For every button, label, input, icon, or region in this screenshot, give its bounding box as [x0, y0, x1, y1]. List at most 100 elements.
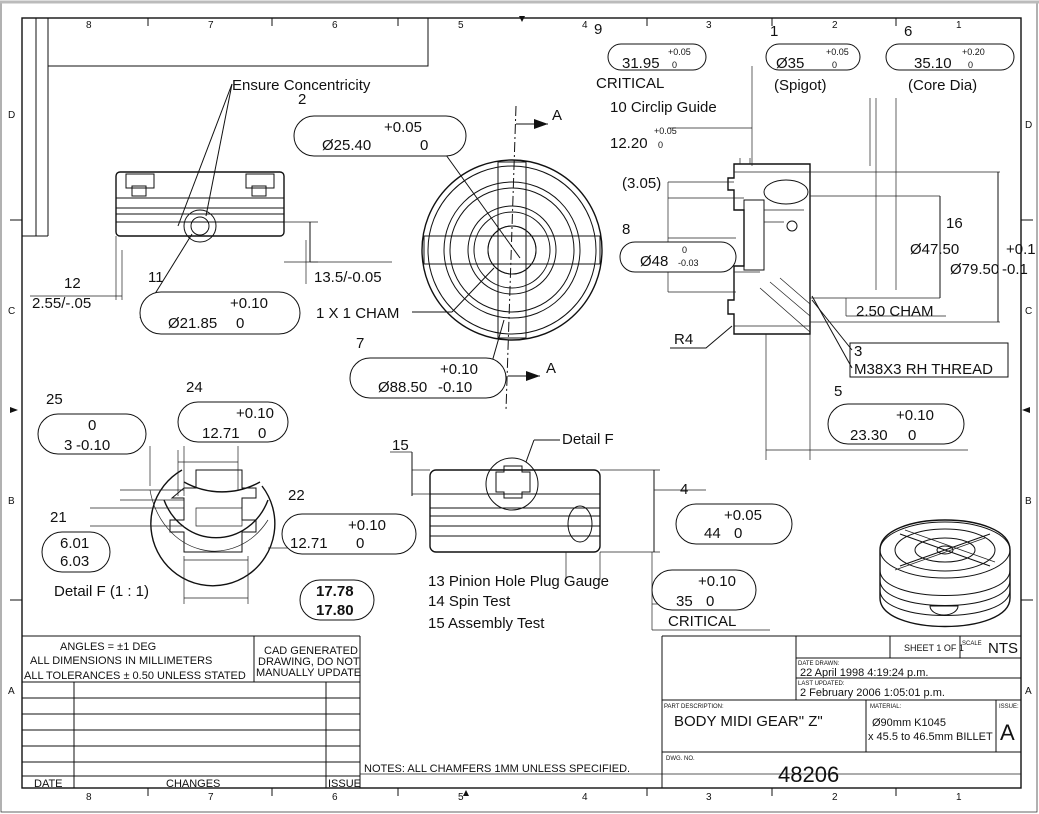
dim-dia-47-50: Ø47.50: [910, 241, 959, 258]
balloon-5: 5: [834, 383, 842, 400]
dim-17-80: 17.80: [316, 602, 354, 619]
zone-right-b: B: [1025, 496, 1032, 507]
issue-label: ISSUE:: [999, 704, 1019, 710]
item-balloons: 9 1 6 2 12 11 7 8 16 3 5 25 24 15 4 22 2…: [46, 21, 963, 526]
rev-date-header: DATE: [34, 778, 63, 790]
dim-12-71-a-upper: +0.10: [236, 405, 274, 422]
dim-dia-47-50-upper: +0.1: [1006, 241, 1036, 258]
zone-top-5: 5: [458, 20, 464, 31]
dim-dia-25-40-upper: +0.05: [384, 119, 422, 136]
balloon-1: 1: [770, 23, 778, 40]
zone-bottom-7: 7: [208, 792, 214, 803]
dim-dia-35-lower: 0: [832, 60, 837, 70]
rev-changes-header: CHANGES: [166, 778, 220, 790]
dim-12-71-b-lower: 0: [356, 535, 364, 552]
radius-r4-label: R4: [674, 331, 693, 348]
balloon-7: 7: [356, 335, 364, 352]
dim-17-78: 17.78: [316, 583, 354, 600]
material-label: MATERIAL:: [870, 704, 902, 710]
dimension-texts: 31.95 +0.05 0 CRITICAL Ø35 +0.05 0 (Spig…: [32, 47, 1036, 632]
section-label-a-top: A: [552, 107, 562, 124]
dim-35-10-lower: 0: [968, 60, 973, 70]
title-block: ANGLES = ±1 DEG ALL DIMENSIONS IN MILLIM…: [22, 635, 1021, 790]
balloon-11: 11: [148, 269, 164, 286]
dim-35-10-upper: +0.20: [962, 47, 985, 57]
zone-bottom-8: 8: [86, 792, 92, 803]
part-description-label: PART DESCRIPTION:: [664, 704, 724, 710]
dim-12-71-a: 12.71: [202, 425, 240, 442]
last-updated-value: 2 February 2006 1:05:01 p.m.: [800, 687, 945, 699]
note-pinion-gauge: 13 Pinion Hole Plug Gauge: [428, 573, 609, 590]
dim-44-lower: 0: [734, 525, 742, 542]
material-line-2: x 45.5 to 46.5mm BILLET: [868, 731, 993, 743]
critical-label-2: CRITICAL: [668, 613, 736, 630]
zone-bottom-6: 6: [332, 792, 338, 803]
zone-left-c: C: [8, 306, 15, 317]
dim-dia-21-85: Ø21.85: [168, 315, 217, 332]
zone-bottom-2: 2: [832, 792, 838, 803]
side-view: [30, 83, 392, 319]
balloon-9: 9: [594, 21, 602, 38]
section-view: [667, 66, 1009, 460]
dim-31-95-upper: +0.05: [668, 47, 691, 57]
note-spin-test: 14 Spin Test: [428, 593, 511, 610]
circlip-guide-label: 10 Circlip Guide: [610, 99, 717, 116]
spigot-label: (Spigot): [774, 77, 827, 94]
balloon-15: 15: [392, 437, 409, 454]
tolerances-note: ALL TOLERANCES ± 0.50 UNLESS STATED: [24, 670, 246, 682]
dim-dia-25-40-lower: 0: [420, 137, 428, 154]
material-line-1: Ø90mm K1045: [872, 717, 946, 729]
dim-12-71-b: 12.71: [290, 535, 328, 552]
zone-bottom-4: 4: [582, 792, 588, 803]
zone-bottom-5: 5: [458, 792, 464, 803]
zone-top-6: 6: [332, 20, 338, 31]
dim-dia-48: Ø48: [640, 253, 668, 270]
dim-dia-79-50-lower: -0.1: [1002, 261, 1028, 278]
dim-12-71-b-upper: +0.10: [348, 517, 386, 534]
balloon-4: 4: [680, 481, 688, 498]
zone-top-4: 4: [582, 20, 588, 31]
dim-44-upper: +0.05: [724, 507, 762, 524]
last-updated-label: LAST UPDATED:: [798, 681, 845, 687]
balloon-25: 25: [46, 391, 63, 408]
dim-23-30-lower: 0: [908, 427, 916, 444]
drawing-number-label: DWG. NO.: [666, 756, 695, 762]
date-drawn-value: 22 April 1998 4:19:24 p.m.: [800, 667, 928, 679]
tolerance-pills: [37, 43, 1015, 621]
rev-issue-header: ISSUE: [328, 778, 361, 790]
dim-dia-88-50-lower: -0.10: [438, 379, 472, 396]
dim-3-lower: -0.10: [76, 437, 110, 454]
dim-31-95: 31.95: [622, 55, 660, 72]
dim-dia-25-40: Ø25.40: [322, 137, 371, 154]
balloon-22: 22: [288, 487, 305, 504]
balloon-16: 16: [946, 215, 963, 232]
balloon-12: 12: [64, 275, 81, 292]
zone-top-8: 8: [86, 20, 92, 31]
dim-44: 44: [704, 525, 721, 542]
zone-left-a: A: [8, 686, 15, 697]
date-drawn-label: DATE DRAWN:: [798, 661, 840, 667]
zone-bottom-3: 3: [706, 792, 712, 803]
balloon-3: 3: [854, 343, 862, 360]
cad-note-line-1: CAD GENERATED: [264, 645, 358, 657]
dim-3-upper: 0: [88, 417, 96, 434]
dim-12-20-lower: 0: [658, 140, 663, 150]
balloon-8: 8: [622, 221, 630, 238]
dim-12-71-a-lower: 0: [258, 425, 266, 442]
dim-6-01: 6.01: [60, 535, 89, 552]
angles-note: ANGLES = ±1 DEG: [60, 641, 156, 653]
issue-value: A: [1000, 720, 1015, 745]
dim-12-20-upper: +0.05: [654, 126, 677, 136]
cham-1x1-label: 1 X 1 CHAM: [316, 305, 399, 322]
zone-labels: 8 7 6 5 4 3 2 1 8 7 6 5 4 3 2 1 D C B A …: [8, 20, 1032, 803]
scale-value: NTS: [988, 640, 1018, 657]
zone-left-b: B: [8, 496, 15, 507]
drawing-number-value: 48206: [778, 762, 839, 787]
dim-dia-88-50-upper: +0.10: [440, 361, 478, 378]
zone-bottom-1: 1: [956, 792, 962, 803]
balloon-2: 2: [298, 91, 306, 108]
zone-left-d: D: [8, 110, 15, 121]
